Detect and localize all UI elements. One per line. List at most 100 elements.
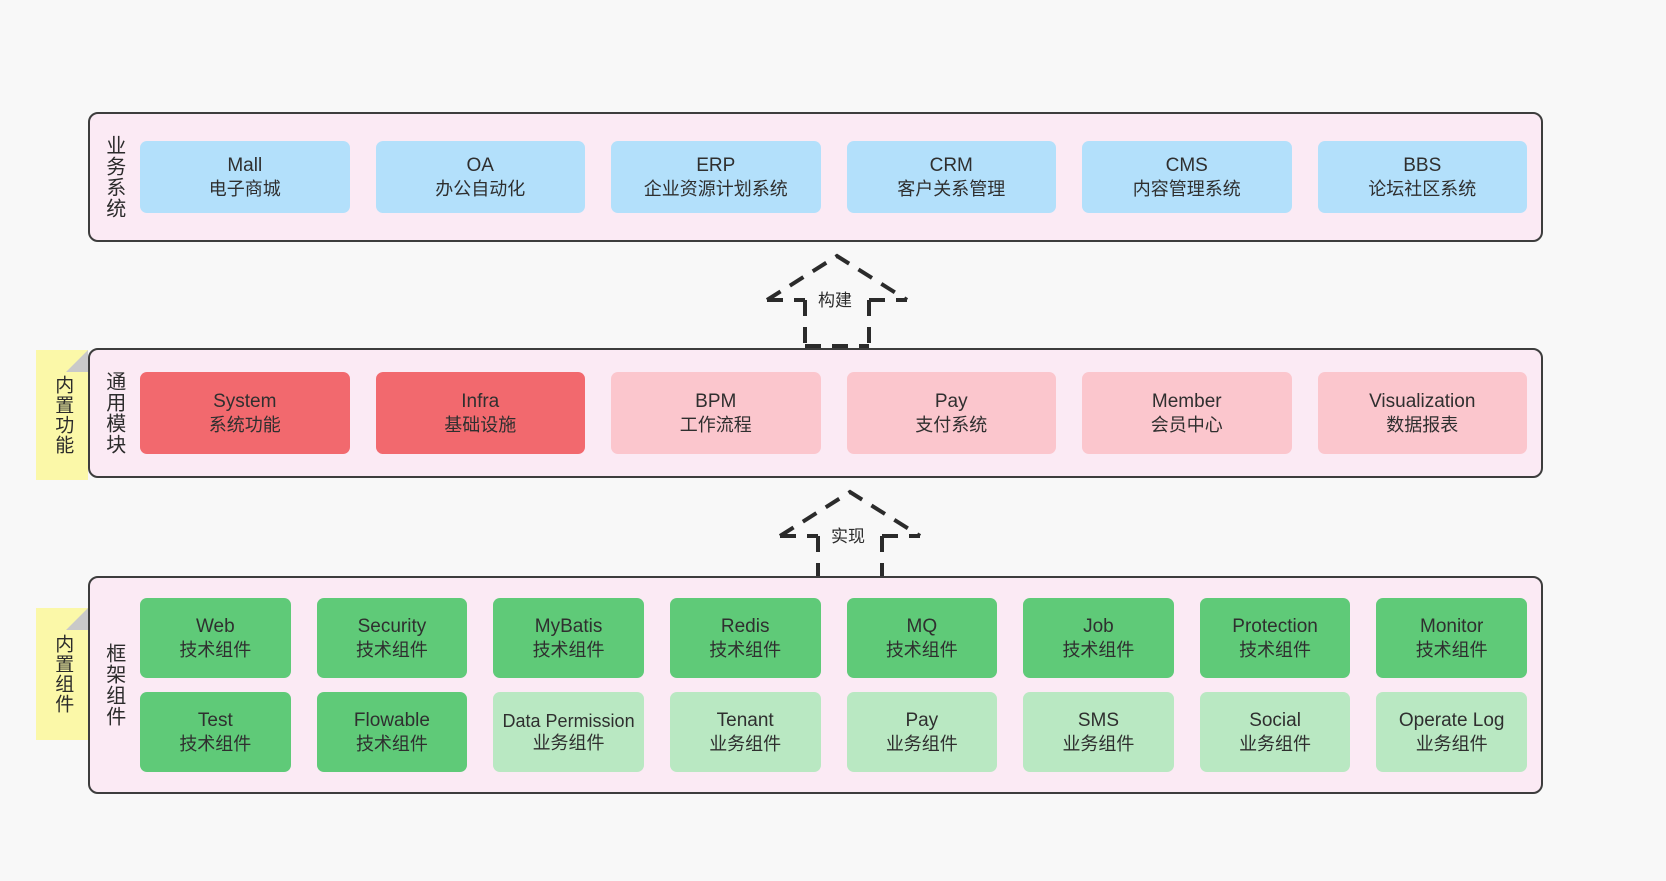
node-title: Monitor: [1420, 616, 1484, 638]
connector-implement: 实现: [770, 484, 930, 584]
node-title: ERP: [696, 155, 736, 177]
node-visualization[interactable]: Visualization 数据报表: [1317, 372, 1527, 454]
node-operate-log[interactable]: Operate Log 业务组件: [1376, 692, 1527, 772]
node-title: CRM: [929, 155, 973, 177]
node-system[interactable]: System 系统功能: [140, 372, 350, 454]
node-title: Social: [1249, 710, 1301, 732]
node-bbs[interactable]: BBS 论坛社区系统: [1317, 141, 1527, 213]
node-title: Operate Log: [1398, 710, 1505, 732]
node-title: Redis: [720, 616, 770, 638]
row-framework-tech: Web 技术组件 Security 技术组件 MyBatis 技术组件 Redi…: [140, 598, 1527, 678]
node-subtitle: 技术组件: [179, 733, 252, 754]
node-cms[interactable]: CMS 内容管理系统: [1082, 141, 1292, 213]
node-tenant[interactable]: Tenant 业务组件: [669, 692, 821, 772]
node-subtitle: 技术组件: [532, 639, 605, 660]
node-subtitle: 系统功能: [208, 414, 281, 435]
node-mq[interactable]: MQ 技术组件: [846, 598, 998, 678]
node-subtitle: 工作流程: [679, 414, 752, 435]
node-protection[interactable]: Protection 技术组件: [1199, 598, 1351, 678]
layer-business-system: 业务系统 Mall 电子商城 OA 办公自动化 ERP 企业资源计划系统 CRM…: [88, 112, 1543, 242]
node-title: CMS: [1165, 155, 1208, 177]
node-sms[interactable]: SMS 业务组件: [1023, 692, 1174, 772]
node-subtitle: 技术组件: [1239, 639, 1312, 660]
node-title: MyBatis: [534, 616, 603, 638]
node-subtitle: 数据报表: [1386, 414, 1459, 435]
node-pay[interactable]: Pay 支付系统: [846, 372, 1056, 454]
node-title: System: [213, 391, 277, 413]
note-builtin-feature: 内置功能: [36, 350, 88, 480]
node-pay-component[interactable]: Pay 业务组件: [846, 692, 998, 772]
node-subtitle: 技术组件: [1062, 639, 1135, 660]
node-member[interactable]: Member 会员中心: [1082, 372, 1292, 454]
node-subtitle: 企业资源计划系统: [643, 178, 788, 199]
node-subtitle: 电子商城: [208, 178, 281, 199]
node-subtitle: 基础设施: [444, 414, 517, 435]
layer-common-module: 通用模块 System 系统功能 Infra 基础设施 BPM 工作流程 Pay…: [88, 348, 1543, 478]
note-label: 内置功能: [52, 375, 74, 455]
node-mall[interactable]: Mall 电子商城: [140, 141, 350, 213]
node-subtitle: 技术组件: [355, 733, 428, 754]
node-subtitle: 业务组件: [709, 733, 782, 754]
node-oa[interactable]: OA 办公自动化: [375, 141, 585, 213]
node-security[interactable]: Security 技术组件: [316, 598, 468, 678]
node-mybatis[interactable]: MyBatis 技术组件: [493, 598, 644, 678]
layer-body-common-module: System 系统功能 Infra 基础设施 BPM 工作流程 Pay 支付系统…: [136, 350, 1541, 476]
note-label: 内置组件: [52, 634, 74, 714]
layer-label-framework-component: 框架组件: [102, 643, 125, 727]
node-subtitle: 业务组件: [532, 733, 605, 753]
node-title: Job: [1083, 616, 1114, 638]
node-title: Infra: [461, 391, 500, 413]
node-title: MQ: [906, 616, 938, 638]
node-redis[interactable]: Redis 技术组件: [669, 598, 821, 678]
node-title: Pay: [905, 710, 939, 732]
node-title: Pay: [934, 391, 968, 413]
node-title: OA: [466, 155, 494, 177]
connector-label-build: 构建: [815, 286, 855, 311]
node-subtitle: 论坛社区系统: [1368, 178, 1477, 199]
layer-body-business-system: Mall 电子商城 OA 办公自动化 ERP 企业资源计划系统 CRM 客户关系…: [136, 114, 1541, 240]
node-title: Test: [197, 710, 233, 732]
connector-label-implement: 实现: [828, 522, 868, 547]
row-business-system: Mall 电子商城 OA 办公自动化 ERP 企业资源计划系统 CRM 客户关系…: [140, 141, 1527, 213]
row-common-module: System 系统功能 Infra 基础设施 BPM 工作流程 Pay 支付系统…: [140, 372, 1527, 454]
node-subtitle: 业务组件: [1062, 733, 1135, 754]
node-erp[interactable]: ERP 企业资源计划系统: [611, 141, 821, 213]
node-crm[interactable]: CRM 客户关系管理: [846, 141, 1056, 213]
node-title: Web: [195, 616, 235, 638]
node-bpm[interactable]: BPM 工作流程: [611, 372, 821, 454]
node-title: Protection: [1232, 616, 1318, 638]
node-web[interactable]: Web 技术组件: [140, 598, 291, 678]
node-social[interactable]: Social 业务组件: [1199, 692, 1351, 772]
node-title: SMS: [1077, 710, 1120, 732]
note-builtin-component: 内置组件: [36, 608, 88, 740]
node-subtitle: 客户关系管理: [897, 178, 1006, 199]
node-subtitle: 技术组件: [355, 639, 428, 660]
node-job[interactable]: Job 技术组件: [1023, 598, 1174, 678]
layer-framework-component: 框架组件 Web 技术组件 Security 技术组件 MyBatis 技术组件…: [88, 576, 1543, 794]
node-subtitle: 办公自动化: [435, 178, 526, 199]
node-subtitle: 技术组件: [1415, 639, 1488, 660]
node-title: Mall: [227, 155, 263, 177]
node-title: BPM: [695, 391, 737, 413]
node-test[interactable]: Test 技术组件: [140, 692, 291, 772]
node-data-permission[interactable]: Data Permission 业务组件: [493, 692, 644, 772]
node-monitor[interactable]: Monitor 技术组件: [1376, 598, 1527, 678]
node-title: Data Permission: [502, 710, 635, 731]
row-framework-business: Test 技术组件 Flowable 技术组件 Data Permission …: [140, 692, 1527, 772]
node-title: Flowable: [353, 710, 430, 732]
node-title: Visualization: [1369, 391, 1476, 413]
layer-body-framework-component: Web 技术组件 Security 技术组件 MyBatis 技术组件 Redi…: [136, 578, 1541, 792]
node-subtitle: 业务组件: [885, 733, 958, 754]
node-title: Security: [357, 616, 427, 638]
generalization-arrow-icon: [765, 253, 909, 348]
layer-label-common-module: 通用模块: [102, 371, 125, 455]
node-subtitle: 会员中心: [1150, 414, 1223, 435]
node-subtitle: 技术组件: [179, 639, 252, 660]
node-infra[interactable]: Infra 基础设施: [375, 372, 585, 454]
node-flowable[interactable]: Flowable 技术组件: [316, 692, 468, 772]
node-title: Tenant: [716, 710, 774, 732]
node-title: BBS: [1403, 155, 1442, 177]
node-subtitle: 业务组件: [1415, 733, 1488, 754]
connector-build: 构建: [757, 248, 917, 348]
